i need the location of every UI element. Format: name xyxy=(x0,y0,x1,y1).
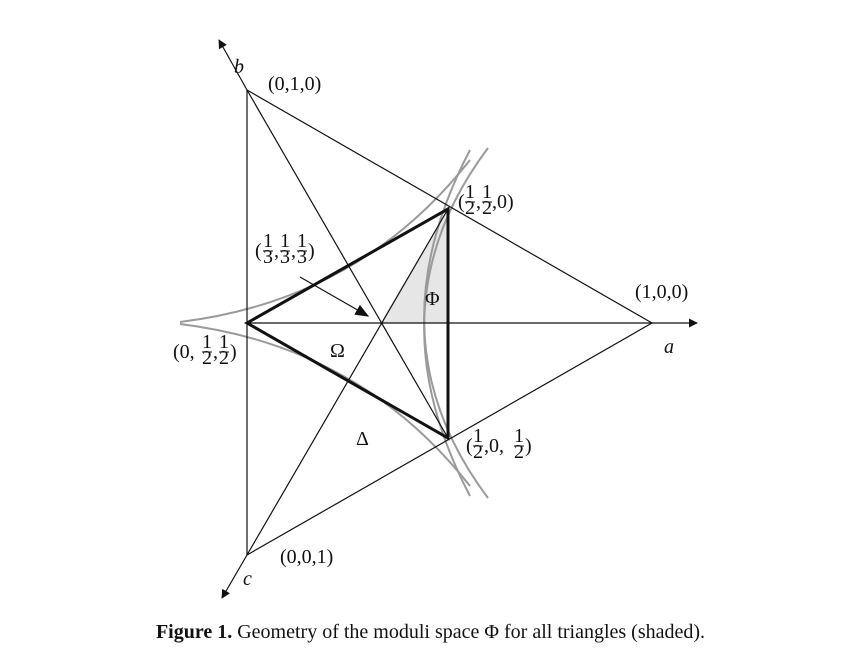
svg-text:,: , xyxy=(476,191,481,213)
axis-label-a: a xyxy=(664,336,674,358)
svg-text:,: , xyxy=(274,240,279,262)
svg-text:): ) xyxy=(230,341,237,363)
point-label-zero-half-half: (0, 1 2 , 1 2 ) xyxy=(173,331,237,369)
point-label-half-zero-half: ( 1 2 ,0, 1 2 ) xyxy=(466,425,532,463)
median-from-top xyxy=(246,89,449,439)
svg-text:,: , xyxy=(213,341,218,363)
svg-text:2: 2 xyxy=(514,441,524,463)
c-axis xyxy=(221,554,248,599)
svg-text:(: ( xyxy=(458,191,465,213)
svg-text:3: 3 xyxy=(297,246,307,268)
svg-text:1: 1 xyxy=(514,425,524,447)
svg-text:2: 2 xyxy=(482,197,492,219)
svg-text:1: 1 xyxy=(297,230,307,252)
svg-text:): ) xyxy=(308,240,315,262)
vertex-label-right: (1,0,0) xyxy=(635,281,688,303)
svg-text:1: 1 xyxy=(263,230,273,252)
lower-left-curve xyxy=(179,323,471,487)
svg-text:,: , xyxy=(291,240,296,262)
vertex-label-bottom: (0,0,1) xyxy=(280,546,333,568)
svg-text:,0,: ,0, xyxy=(484,435,504,457)
svg-text:1: 1 xyxy=(482,181,492,203)
point-label-half-half-zero: ( 1 2 , 1 2 ,0) xyxy=(458,181,514,219)
svg-text:1: 1 xyxy=(473,425,483,447)
svg-text:(: ( xyxy=(255,240,262,262)
svg-text:,0): ,0) xyxy=(492,191,514,213)
svg-text:2: 2 xyxy=(465,197,475,219)
svg-text:1: 1 xyxy=(465,181,475,203)
figure-caption: Figure 1. Geometry of the moduli space Φ… xyxy=(0,621,861,644)
svg-text:1: 1 xyxy=(202,331,212,353)
svg-text:(0,: (0, xyxy=(173,341,195,363)
svg-text:2: 2 xyxy=(219,347,229,369)
svg-text:1: 1 xyxy=(219,331,229,353)
centroid-pointer-arrow xyxy=(299,276,370,317)
svg-text:3: 3 xyxy=(280,246,290,268)
point-label-centroid: ( 1 3 , 1 3 , 1 3 ) xyxy=(255,230,315,268)
svg-text:2: 2 xyxy=(202,347,212,369)
lower-outer-curve xyxy=(423,149,489,499)
svg-text:(: ( xyxy=(466,435,473,457)
vertex-label-top: (0,1,0) xyxy=(268,73,321,95)
region-label-delta: Δ xyxy=(356,428,369,450)
axis-label-b: b xyxy=(234,56,244,78)
b-axis xyxy=(218,39,248,91)
svg-text:1: 1 xyxy=(280,230,290,252)
svg-text:3: 3 xyxy=(263,246,273,268)
svg-text:): ) xyxy=(525,435,532,457)
region-label-omega: Ω xyxy=(330,340,345,362)
svg-text:2: 2 xyxy=(473,441,483,463)
figure-caption-text: Geometry of the moduli space Φ for all t… xyxy=(237,621,706,643)
axis-label-c: c xyxy=(243,568,252,590)
figure-caption-label: Figure 1. xyxy=(155,621,233,643)
inner-triangle xyxy=(243,206,450,441)
region-label-phi: Φ xyxy=(425,288,440,310)
coordinate-lines xyxy=(218,39,698,599)
